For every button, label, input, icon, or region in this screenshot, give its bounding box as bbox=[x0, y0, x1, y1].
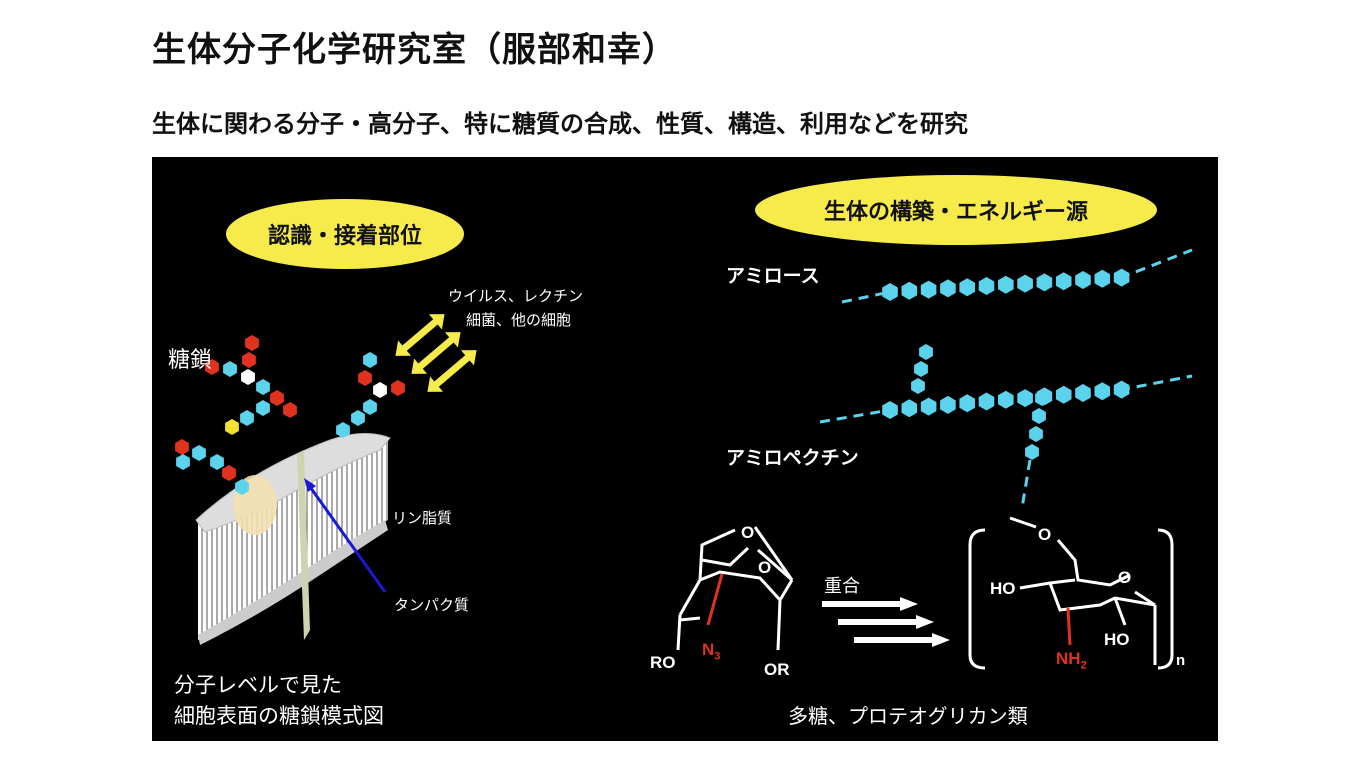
sugar-unit-hexagon bbox=[256, 400, 270, 416]
sugar-unit-hexagon bbox=[223, 361, 237, 377]
phospholipid-label: リン脂質 bbox=[392, 509, 453, 527]
sugar-unit-hexagon bbox=[175, 439, 189, 455]
sugar-unit-hexagon bbox=[901, 281, 918, 300]
caption-line1: 分子レベルで見た bbox=[174, 673, 342, 697]
sugar-unit-hexagon bbox=[998, 390, 1014, 409]
arrowhead-icon bbox=[444, 332, 461, 348]
sugar-unit-hexagon bbox=[336, 422, 350, 438]
cell-membrane-illustration bbox=[195, 433, 391, 645]
sugar-unit-hexagon bbox=[391, 380, 405, 396]
caption-line2: 細胞表面の糖鎖模式図 bbox=[174, 704, 384, 728]
protein-pointer-arrow bbox=[306, 483, 387, 593]
sugar-unit-hexagon bbox=[1032, 408, 1046, 424]
sugar-unit-hexagon bbox=[176, 454, 190, 470]
targets-label-line2: 細菌、他の細胞 bbox=[466, 311, 572, 329]
sugar-unit-hexagon bbox=[1036, 273, 1053, 292]
sugar-unit-hexagon bbox=[1075, 384, 1091, 402]
sugar-unit-hexagon bbox=[1055, 385, 1072, 404]
arrowhead-icon bbox=[427, 376, 444, 392]
arrowhead-icon bbox=[428, 314, 445, 330]
sugar-unit-hexagon bbox=[914, 361, 928, 377]
oxygen-label: O bbox=[1038, 525, 1052, 544]
sugar-unit-hexagon bbox=[1025, 444, 1039, 460]
polymerization-arrows bbox=[822, 601, 934, 643]
sugar-unit-hexagon bbox=[225, 419, 239, 435]
sugar-unit-hexagon bbox=[242, 352, 256, 368]
or-label: OR bbox=[764, 660, 790, 679]
sugar-unit-hexagon bbox=[920, 397, 937, 416]
sugar-unit-hexagon bbox=[245, 335, 259, 351]
figure-panel: 認識・接着部位 生体の構築・エネルギー源 糖鎖 ウイルス、レクチン 細菌、他の細… bbox=[152, 157, 1218, 741]
polysaccharide-dashes bbox=[819, 248, 1193, 509]
sugar-chain-units bbox=[175, 268, 1130, 495]
sugar-unit-hexagon bbox=[919, 344, 933, 360]
polysaccharide-caption: 多糖、プロテオグリカン類 bbox=[788, 704, 1028, 728]
sugar-unit-hexagon bbox=[270, 390, 284, 406]
sugar-unit-hexagon bbox=[1075, 271, 1091, 289]
double-arrow-icon bbox=[397, 315, 443, 355]
levoglucosan-structure bbox=[676, 526, 794, 651]
amylose-label: アミロース bbox=[726, 265, 820, 287]
sugar-unit-hexagon bbox=[1094, 269, 1111, 288]
sugar-unit-hexagon bbox=[959, 278, 975, 297]
sugar-unit-hexagon bbox=[210, 454, 224, 470]
oxygen-label: O bbox=[758, 558, 772, 577]
sugar-unit-hexagon bbox=[192, 445, 206, 461]
sugar-unit-hexagon bbox=[363, 399, 377, 415]
sugar-unit-hexagon bbox=[901, 399, 918, 418]
sugar-unit-hexagon bbox=[978, 277, 995, 295]
sugar-unit-hexagon bbox=[351, 410, 365, 426]
figure-illustration bbox=[175, 248, 1193, 670]
sugar-unit-hexagon bbox=[222, 465, 236, 481]
hydroxyl-label: HO bbox=[990, 579, 1016, 598]
recognition-site-heading: 認識・接着部位 bbox=[226, 199, 464, 269]
double-arrow-icon bbox=[413, 333, 459, 373]
azide-label: N3 bbox=[702, 640, 721, 663]
sugar-unit-hexagon bbox=[1029, 426, 1043, 442]
arrowhead-icon bbox=[411, 358, 428, 374]
arrowhead-icon bbox=[460, 350, 477, 366]
sugar-unit-hexagon bbox=[1017, 274, 1033, 293]
oxygen-label: O bbox=[1118, 568, 1132, 587]
amylopectin-label: アミロペクチン bbox=[726, 447, 859, 469]
hydroxyl-label: HO bbox=[1104, 630, 1130, 649]
sugar-unit-hexagon bbox=[256, 379, 270, 395]
sugar-unit-hexagon bbox=[1055, 272, 1072, 291]
sugar-unit-hexagon bbox=[1035, 390, 1049, 406]
sugar-unit-hexagon bbox=[283, 402, 297, 418]
oxygen-label: O bbox=[741, 523, 755, 542]
aminosugar-structure bbox=[968, 516, 1174, 670]
ro-label: RO bbox=[650, 653, 676, 672]
sugar-unit-hexagon bbox=[1017, 389, 1033, 408]
slide-title: 生体分子化学研究室（服部和幸） bbox=[152, 30, 677, 70]
sugar-unit-hexagon bbox=[959, 394, 975, 413]
sugar-unit-hexagon bbox=[911, 378, 925, 394]
sugar-unit-hexagon bbox=[978, 392, 995, 411]
arrowhead-icon bbox=[395, 340, 412, 356]
sugar-unit-hexagon bbox=[920, 280, 937, 299]
binding-arrows bbox=[395, 314, 477, 392]
slide-subtitle: 生体に関わる分子・高分子、特に糖質の合成、性質、構造、利用などを研究 bbox=[152, 110, 968, 138]
energy-source-heading: 生体の構築・エネルギー源 bbox=[755, 175, 1157, 245]
sugar-unit-hexagon bbox=[205, 359, 219, 375]
polymerization-label: 重合 bbox=[824, 576, 860, 597]
sugar-unit-hexagon bbox=[998, 275, 1014, 294]
sugar-unit-hexagon bbox=[235, 479, 249, 495]
repeat-n-label: n bbox=[1176, 652, 1186, 669]
sugar-unit-hexagon bbox=[882, 283, 898, 301]
sugar-unit-hexagon bbox=[1094, 382, 1111, 401]
sugar-unit-hexagon bbox=[241, 369, 255, 385]
protein-label: タンパク質 bbox=[394, 596, 470, 614]
sugar-unit-hexagon bbox=[940, 279, 956, 298]
sugar-unit-hexagon bbox=[358, 370, 372, 386]
sugar-chain-label: 糖鎖 bbox=[168, 348, 213, 373]
sugar-unit-hexagon bbox=[240, 410, 254, 426]
arrowhead-icon bbox=[304, 478, 316, 492]
sugar-unit-hexagon bbox=[363, 352, 377, 368]
sugar-unit-hexagon bbox=[940, 395, 956, 414]
double-arrow-icon bbox=[429, 351, 475, 391]
sugar-unit-hexagon bbox=[373, 382, 387, 398]
amine-label: NH2 bbox=[1056, 649, 1087, 672]
targets-label-line1: ウイルス、レクチン bbox=[448, 287, 584, 305]
